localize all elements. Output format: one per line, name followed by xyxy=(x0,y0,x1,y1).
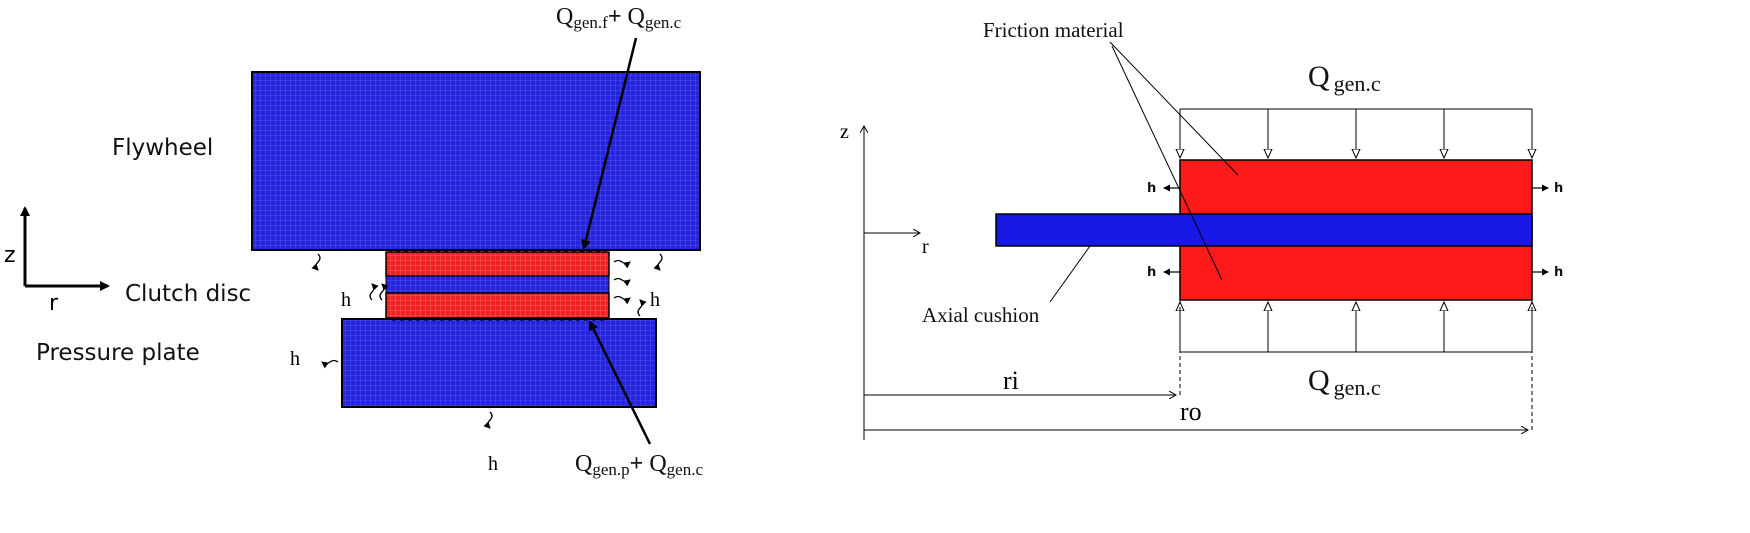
left-diagram: Flywheel Clutch disc Pressure plate z r … xyxy=(4,4,703,479)
convection-label-disc-left: h xyxy=(341,289,351,311)
axial-cushion-label: Axial cushion xyxy=(922,303,1040,327)
flywheel-label: Flywheel xyxy=(112,135,213,161)
side-convection-arrows xyxy=(1163,184,1549,276)
dimension-lines xyxy=(864,300,1533,432)
left-axis-r-label: r xyxy=(49,291,59,316)
heat-flux-top-pointer: Qgen.f+ Qgen.c xyxy=(556,4,682,250)
heat-flux-bottom-label: Qgen.p+ Qgen.c xyxy=(575,451,703,479)
flywheel-block xyxy=(251,71,701,251)
right-axes: z r xyxy=(840,121,929,440)
convection-arrows-left xyxy=(311,253,663,429)
pressure-plate-label: Pressure plate xyxy=(36,340,200,366)
axial-cushion-block xyxy=(995,213,1533,247)
convection-label-left-bottom: h xyxy=(1147,265,1156,280)
outer-radius-label: ro xyxy=(1180,397,1202,426)
convection-label-left-top: h xyxy=(1147,181,1156,196)
right-axis-z-label: z xyxy=(840,121,849,143)
convection-label-pressure-left: h xyxy=(290,348,300,370)
convection-label-right-top: h xyxy=(1554,181,1563,196)
convection-label-bottom: h xyxy=(488,453,498,475)
pressure-plate-block xyxy=(341,318,657,408)
inner-radius-label: ri xyxy=(1003,366,1019,395)
clutch-disc-label: Clutch disc xyxy=(125,281,251,307)
top-heat-load-arrows xyxy=(1180,108,1532,158)
clutch-disc-block xyxy=(385,249,610,321)
convection-label-right-bottom: h xyxy=(1554,265,1563,280)
leader-lines xyxy=(1049,41,1239,303)
heat-flux-top-label: Qgen.f+ Qgen.c xyxy=(556,4,682,32)
convection-label-disc-right: h xyxy=(650,289,660,311)
heat-flux-bottom-pointer: Qgen.p+ Qgen.c xyxy=(575,320,703,479)
bottom-heat-load-arrows xyxy=(1180,302,1532,353)
right-axis-r-label: r xyxy=(922,236,929,258)
left-axis-z-label: z xyxy=(4,243,16,268)
friction-material-label: Friction material xyxy=(983,18,1124,42)
left-axes: z r xyxy=(4,206,110,316)
